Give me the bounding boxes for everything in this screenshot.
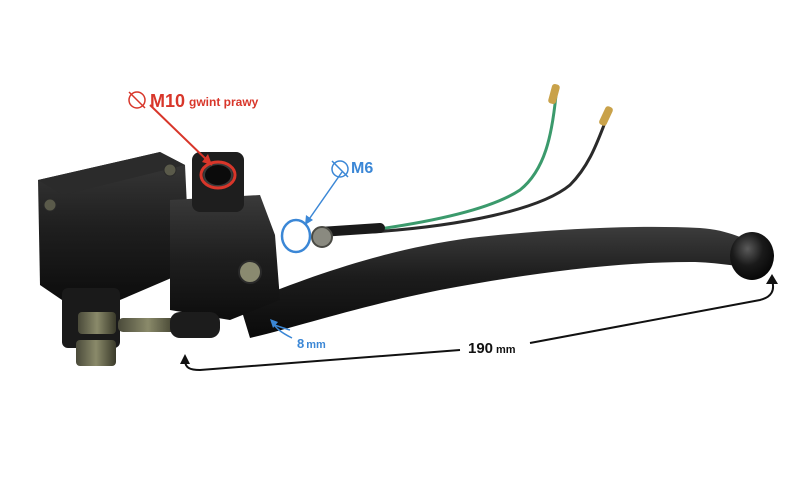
lever-length-value: 190 [468,340,494,357]
m6-marker-circle [280,218,312,254]
black-wire [371,119,608,234]
m6-diameter-icon [331,160,349,178]
lever-ball-end [730,232,774,280]
m6-arrow [304,171,343,226]
cap-screw-right [163,163,177,177]
m10-marker-circle [199,160,237,190]
clamp-bolt-bottom [76,340,116,366]
m10-note: gwint prawy [189,95,259,109]
m6-label: M6 [351,160,374,177]
banjo-port-hole [203,163,233,187]
m10-arrowhead [202,154,212,165]
width-arrowhead-top [270,319,278,328]
black-wire-terminal [599,106,613,126]
m10-label: M10 [150,91,186,111]
lever-width-value: 8 [297,336,305,351]
m6-arrowhead [305,215,313,225]
lever-length-unit: mm [496,344,516,356]
clamp-block [170,195,280,320]
cap-screw-left [43,198,57,212]
width-arrow-top [273,324,291,331]
m6-nut [311,226,333,248]
pivot-bolt [238,260,262,284]
push-rod-boot [170,312,220,338]
clamp-bolt-top [78,312,116,334]
m10-diameter-icon [128,91,146,109]
lever-width-unit: mm [306,339,326,351]
green-wire [371,94,558,232]
reservoir-cap [38,152,185,195]
lever-blade [240,226,768,338]
length-arrowhead-left [180,354,190,364]
push-rod [118,318,178,332]
m10-arrow [149,104,213,166]
length-arrowhead-right [766,274,778,284]
green-wire-terminal [548,83,560,105]
